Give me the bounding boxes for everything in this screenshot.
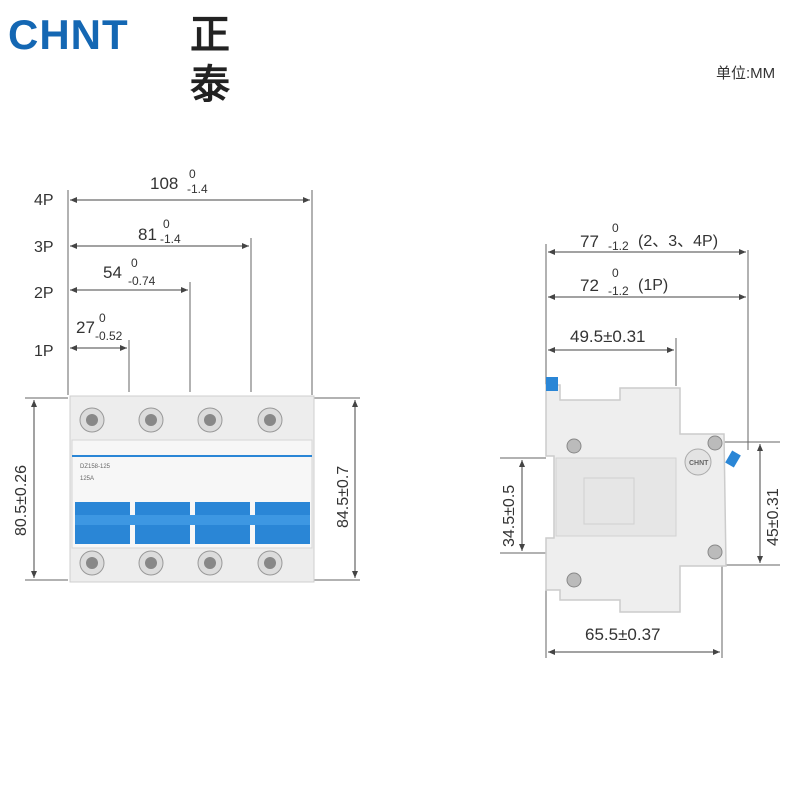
dim-108: 108 0 -1.4 <box>150 167 208 196</box>
dim-77-note: (2、3、4P) <box>638 233 718 250</box>
dim-84-5: 84.5±0.7 <box>335 466 352 528</box>
pole-label-1p: 1P <box>34 343 54 360</box>
front-view: 4P 3P 2P 1P 108 0 -1.4 <box>13 167 360 583</box>
side-top-clip <box>546 377 558 391</box>
dim-81-base: 81 <box>138 225 157 244</box>
side-view: 77 0 -1.2 (2、3、4P) 72 0 -1.2 (1P) 49.5±0… <box>500 221 782 658</box>
dim-49-5: 49.5±0.31 <box>570 327 646 346</box>
dim-27-lower: -0.52 <box>95 329 123 343</box>
dim-72-lower: -1.2 <box>608 284 629 298</box>
dim-81-lower: -1.4 <box>160 232 181 246</box>
side-extension-lines <box>500 244 780 658</box>
side-panel <box>583 477 635 525</box>
dim-27: 27 0 -0.52 <box>76 311 123 343</box>
top-terminals <box>79 407 283 433</box>
dim-54-lower: -0.74 <box>128 274 156 288</box>
dim-81-upper: 0 <box>163 217 170 231</box>
dim-80-5: 80.5±0.26 <box>13 465 30 536</box>
brand-name: CHNT <box>8 11 129 58</box>
unit-label: 单位:MM <box>716 65 776 82</box>
dim-45: 45±0.31 <box>765 488 782 546</box>
pole-label-2p: 2P <box>34 285 54 302</box>
dim-54: 54 0 -0.74 <box>103 256 156 288</box>
dim-77-lower: -1.2 <box>608 239 629 253</box>
dim-34-5: 34.5±0.5 <box>501 485 518 547</box>
pole-label-3p: 3P <box>34 239 54 256</box>
dim-54-base: 54 <box>103 263 122 282</box>
dim-72-note: (1P) <box>638 277 668 294</box>
breaker-front: DZ158-125 125A <box>69 395 315 583</box>
dim-81: 81 0 -1.4 <box>138 217 181 246</box>
front-dimension-lines <box>31 197 358 578</box>
side-brand: CHNT <box>689 460 709 467</box>
breaker-rating-label: 125A <box>80 476 94 482</box>
pole-label-4p: 4P <box>34 192 54 209</box>
side-brand-emblem <box>684 448 712 476</box>
side-recess <box>555 457 677 537</box>
dim-72-upper: 0 <box>612 266 619 280</box>
brand-name-cn: 正泰 <box>190 13 232 107</box>
dim-54-upper: 0 <box>131 256 138 270</box>
dim-27-base: 27 <box>76 318 95 337</box>
dim-108-lower: -1.4 <box>187 182 208 196</box>
toggle-handles <box>75 502 310 544</box>
side-dimension-lines <box>519 249 763 655</box>
side-right-clip <box>725 450 741 468</box>
dim-72-base: 72 <box>580 276 599 295</box>
breaker-side: CHNT <box>545 377 741 613</box>
dim-77-base: 77 <box>580 232 599 251</box>
front-extension-lines <box>25 190 360 581</box>
dim-108-base: 108 <box>150 174 178 193</box>
dim-77: 77 0 -1.2 (2、3、4P) <box>580 221 718 253</box>
dim-108-upper: 0 <box>189 167 196 181</box>
dim-65-5: 65.5±0.37 <box>585 625 661 644</box>
breaker-model-label: DZ158-125 <box>80 464 111 470</box>
dim-27-upper: 0 <box>99 311 106 325</box>
bottom-terminals <box>79 550 283 576</box>
dim-77-upper: 0 <box>612 221 619 235</box>
dim-72: 72 0 -1.2 (1P) <box>580 266 668 298</box>
